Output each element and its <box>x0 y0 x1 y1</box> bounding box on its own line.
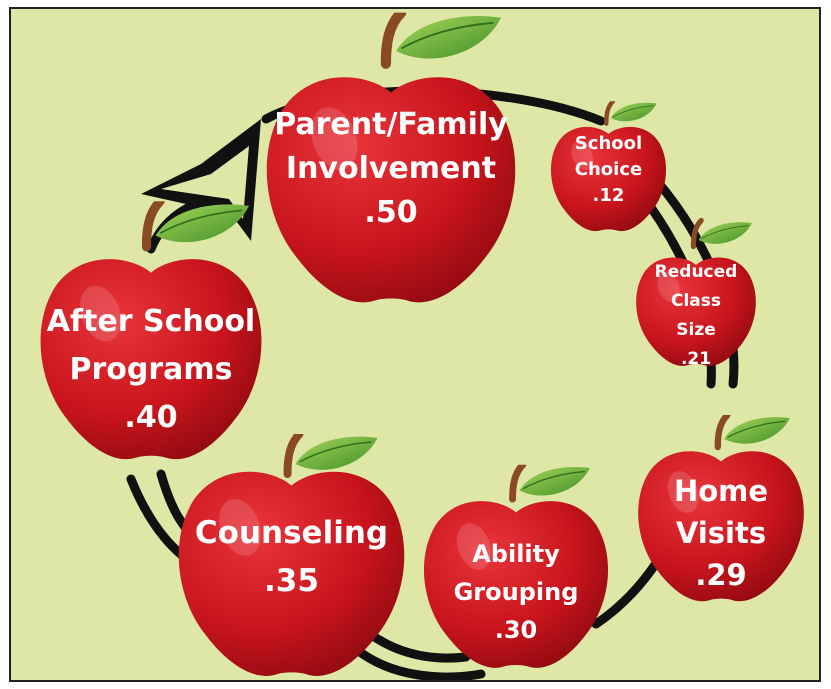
apple-label-line: Involvement <box>286 151 496 186</box>
apple-value: .21 <box>681 349 711 369</box>
apple-label-line: School <box>575 133 642 154</box>
apple-label-line: Size <box>676 320 716 340</box>
apple-value: .12 <box>593 185 625 206</box>
apple-label-line: After School <box>47 304 255 339</box>
apple-label-line: Counseling <box>195 515 388 551</box>
cycle-ring-bottom-outer <box>351 644 486 680</box>
cycle-ring-bottom-inner <box>361 626 471 663</box>
apple-value: .30 <box>495 616 538 644</box>
apple-label-line: Class <box>671 291 721 311</box>
apple-label-line: Reduced <box>655 262 738 282</box>
apple-label-line: Grouping <box>454 578 579 606</box>
apple-label-line: Programs <box>69 352 232 387</box>
apple-label-line: Home <box>674 474 768 508</box>
apple-value: .50 <box>364 195 417 230</box>
apple-label-line: Ability <box>472 540 560 568</box>
cycle-arrowhead-inner <box>161 146 249 219</box>
apple-label-line: Visits <box>676 516 766 550</box>
apple-value: .35 <box>264 563 319 599</box>
apple-label-line: Parent/Family <box>274 107 508 142</box>
apple-counseling: Counseling .35 <box>178 434 405 676</box>
apple-value: .29 <box>695 558 746 592</box>
apple-value: .40 <box>124 400 177 435</box>
apple-label-line: Choice <box>575 159 642 180</box>
